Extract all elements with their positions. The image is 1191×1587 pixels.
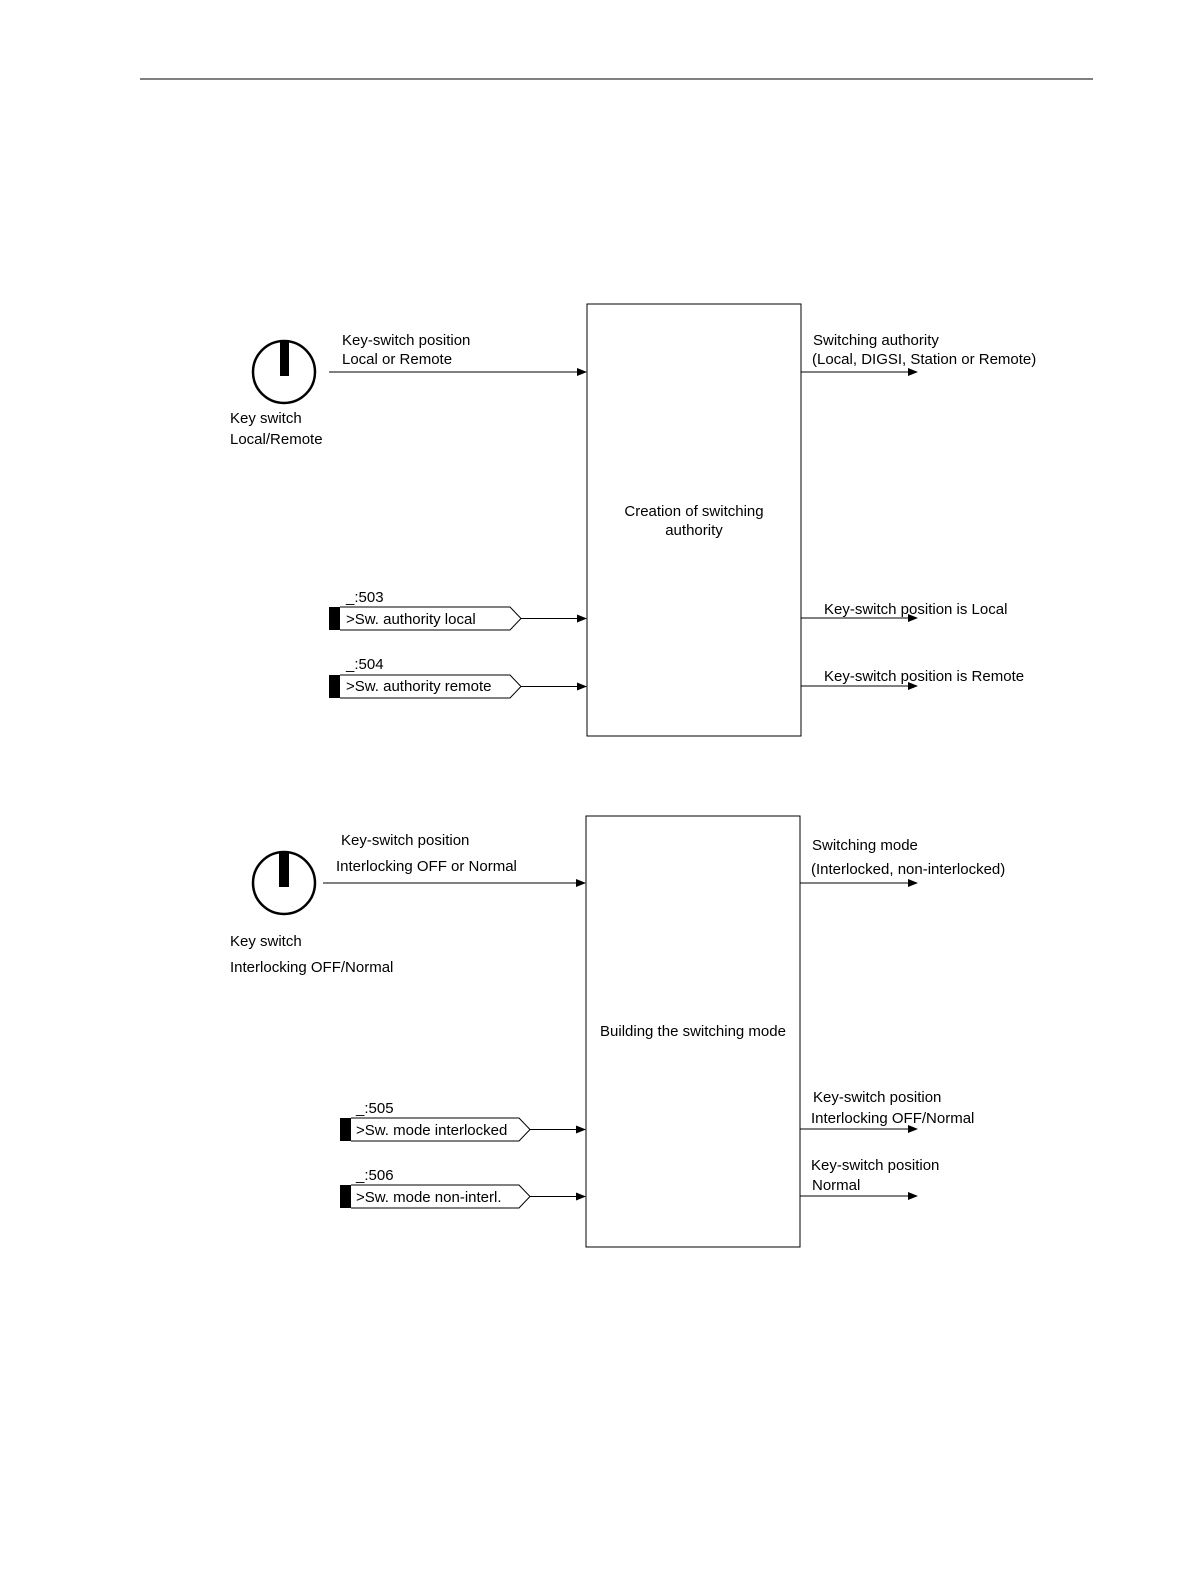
key-switch-icon [251, 339, 317, 405]
block-creation-of-switching-authority [586, 303, 802, 737]
input-label-1: Key-switch position [341, 832, 469, 849]
input-label-2: Local or Remote [342, 351, 452, 368]
binary-input-label: >Sw. mode interlocked [356, 1122, 507, 1139]
output-normal-label-2: Normal [812, 1177, 860, 1194]
block-text: Building the switching mode [600, 1023, 786, 1040]
key-switch-label-2: Interlocking OFF/Normal [230, 959, 393, 976]
key-switch-icon [251, 850, 317, 916]
output-interlocking-label-1: Key-switch position [813, 1089, 941, 1106]
output-mode-label-1: Switching mode [812, 837, 918, 854]
diagram-switching-mode: Building the switching mode Key switch I… [230, 815, 1005, 1248]
key-switch-label-1: Key switch [230, 933, 302, 950]
output-remote-label: Key-switch position is Remote [824, 668, 1024, 685]
output-mode-label-2: (Interlocked, non-interlocked) [811, 861, 1005, 878]
binary-input-label: >Sw. mode non-interl. [356, 1189, 502, 1206]
key-switch-label-1: Key switch [230, 410, 302, 427]
block-text-line-2: authority [665, 522, 723, 539]
binary-input-label: >Sw. authority remote [346, 678, 492, 695]
binary-input-number: _:503 [345, 589, 384, 606]
input-label-2: Interlocking OFF or Normal [336, 858, 517, 875]
diagram-switching-authority: Creation of switching authority Key swit… [230, 303, 1036, 737]
key-switch-label-2: Local/Remote [230, 431, 323, 448]
binary-input-number: _:505 [355, 1100, 394, 1117]
input-label-1: Key-switch position [342, 332, 470, 349]
binary-input-number: _:506 [355, 1167, 394, 1184]
output-authority-label-1: Switching authority [813, 332, 939, 349]
output-normal-label-1: Key-switch position [811, 1157, 939, 1174]
output-authority-label-2: (Local, DIGSI, Station or Remote) [812, 351, 1036, 368]
binary-input-number: _:504 [345, 656, 384, 673]
block-building-the-switching-mode [585, 815, 801, 1248]
output-local-label: Key-switch position is Local [824, 601, 1007, 618]
output-interlocking-label-2: Interlocking OFF/Normal [811, 1110, 974, 1127]
binary-input-label: >Sw. authority local [346, 611, 476, 628]
block-text-line-1: Creation of switching [624, 503, 763, 520]
